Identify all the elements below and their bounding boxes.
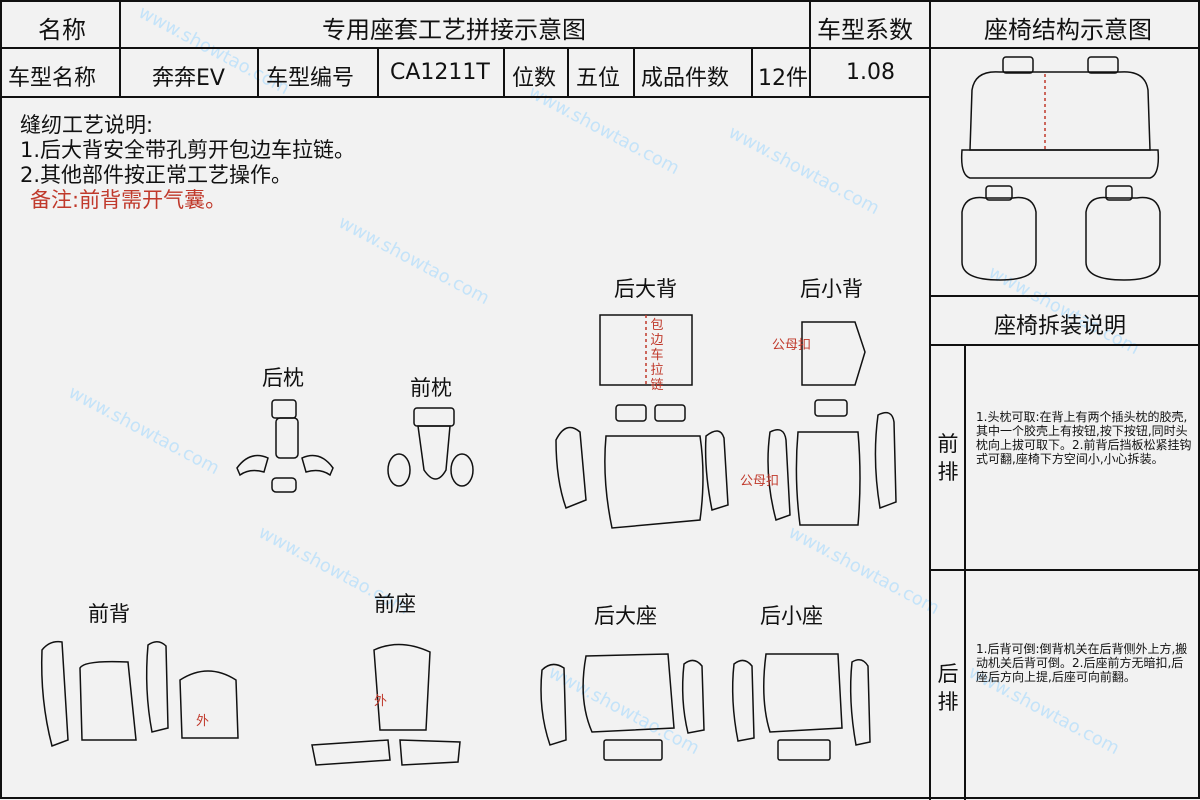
rear-small-back-drawing: [767, 321, 897, 526]
label-rear-small-back: 后小背: [800, 277, 863, 301]
rear-small-seat-drawing: [731, 653, 871, 761]
structure-title: 座椅结构示意图: [984, 16, 1152, 44]
pieces-label: 成品件数: [641, 66, 730, 91]
rear-row-text: 1.后背可倒:倒背机关在后背侧外上方,搬动机关后背可倒。2.后座前方无暗扣,后座…: [976, 642, 1188, 684]
zipper-note: 包边车拉链: [650, 318, 664, 393]
snap-note-1: 公母扣: [772, 338, 812, 353]
outer-note-1: 外: [196, 714, 210, 729]
notes-item-2: 2.其他部件按正常工艺操作。: [20, 163, 293, 187]
coef-label: 车型系数: [817, 16, 913, 44]
label-front-seat: 前座: [374, 592, 416, 616]
pieces-value: 12件: [758, 66, 808, 91]
seats-value: 五位: [576, 66, 621, 91]
label-front-back: 前背: [88, 602, 130, 626]
model-name-label: 车型名称: [8, 66, 97, 91]
rear-big-seat-drawing: [540, 653, 705, 761]
notes-remark: 备注:前背需开气囊。: [30, 188, 227, 212]
outer-note-2: 外: [374, 694, 388, 709]
model-code-label: 车型编号: [266, 66, 355, 91]
front-row-text: 1.头枕可取:在背上有两个插头枕的胶壳,其中一个胶壳上有按钮,按下按钮,同时头枕…: [976, 410, 1192, 466]
coef-value: 1.08: [846, 60, 895, 85]
label-rear-big-back: 后大背: [614, 277, 677, 301]
seat-structure-drawing: [960, 56, 1161, 281]
label-rear-small-seat: 后小座: [760, 604, 823, 628]
model-name: 奔奔EV: [152, 66, 225, 91]
front-seat-drawing: [311, 643, 461, 766]
notes-heading: 缝纫工艺说明:: [20, 113, 154, 137]
rear-big-back-drawing: [555, 314, 729, 529]
model-code: CA1211T: [390, 60, 490, 85]
notes-item-1: 1.后大背安全带孔剪开包边车拉链。: [20, 138, 356, 162]
snap-note-2: 公母扣: [740, 474, 780, 489]
front-headrest-drawing: [387, 407, 474, 487]
label-rear-big-seat: 后大座: [594, 604, 657, 628]
sheet-title: 专用座套工艺拼接示意图: [322, 16, 586, 44]
label-front-headrest: 前枕: [410, 376, 452, 400]
front-row-tag: 前排: [937, 432, 959, 484]
rear-row-tag: 后排: [937, 662, 959, 714]
install-title: 座椅拆装说明: [994, 314, 1127, 339]
front-back-drawing: [40, 640, 239, 747]
rear-headrest-drawing: [236, 399, 334, 493]
name-label: 名称: [38, 16, 86, 44]
seats-label: 位数: [512, 66, 557, 91]
label-rear-headrest: 后枕: [262, 366, 304, 390]
sewing-notes: 缝纫工艺说明: 1.后大背安全带孔剪开包边车拉链。 2.其他部件按正常工艺操作。…: [20, 113, 355, 213]
